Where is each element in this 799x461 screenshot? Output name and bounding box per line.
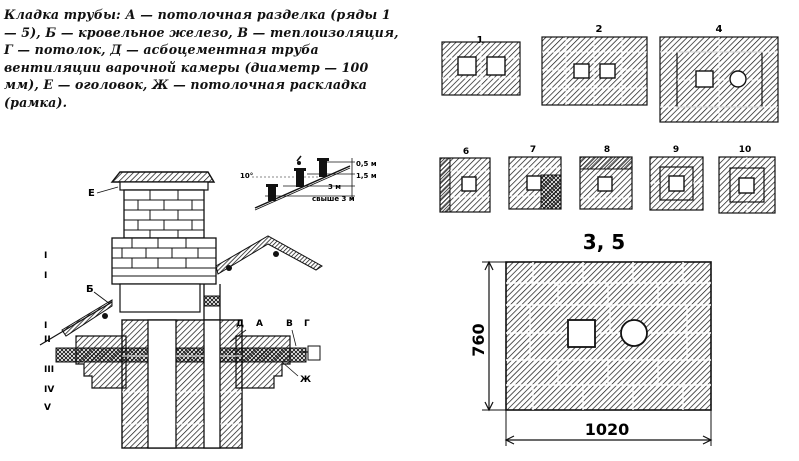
height-dimension: 760 <box>469 260 506 412</box>
plan-label-10: 10 <box>739 145 752 155</box>
plan-label-2: 2 <box>596 24 603 35</box>
roof-dim-3: 3 м <box>328 183 341 191</box>
width-dimension: 1020 <box>504 410 713 446</box>
plan-label-6: 6 <box>463 147 469 157</box>
section-title: 3, 5 <box>583 230 625 254</box>
roof-dim-1: 0,5 м <box>356 160 377 168</box>
chimney-cap <box>110 171 216 183</box>
plan-row-9: 9 <box>649 145 704 211</box>
roof-slope <box>39 235 323 346</box>
label-b: Б <box>86 284 94 295</box>
upper-brick-shaft <box>123 189 205 239</box>
plan-row-8: 8 <box>579 145 633 210</box>
brick-joints <box>506 262 711 410</box>
ceiling-breaking <box>55 284 321 449</box>
roof-height-diagram: 0,5 м 1,5 м 3 м свыше 3 м 10° <box>240 155 377 211</box>
label-a: А <box>256 319 263 329</box>
label-e: Е <box>88 188 95 199</box>
label-zh: Ж <box>300 375 311 385</box>
row-mark-6: IV <box>44 385 54 395</box>
label-d: Д <box>236 319 244 329</box>
row-mark-5: III <box>44 365 54 375</box>
plan-row-6: 6 <box>439 147 491 213</box>
figure-caption: Кладка трубы: А — потолочная разделка (р… <box>4 7 399 110</box>
label-g: Г <box>304 319 310 329</box>
plan-label-9: 9 <box>673 145 679 155</box>
vent-pipe-opening <box>620 319 648 347</box>
row-mark-1: I <box>44 251 47 261</box>
row-mark-2: I <box>44 271 47 281</box>
chimney-section: Е <box>39 171 323 449</box>
asbestos-pipe-section <box>203 319 221 449</box>
plan-row-10: 10 <box>718 145 776 214</box>
plan-label-7: 7 <box>530 145 536 155</box>
plan-label-4: 4 <box>716 24 723 35</box>
roof-angle: 10° <box>240 172 253 180</box>
row-mark-7: V <box>44 403 51 413</box>
plan-label-1: 1 <box>477 35 484 46</box>
plan-label-8: 8 <box>604 145 610 155</box>
roof-dim-2: 1,5 м <box>356 172 377 180</box>
width-dimension-value: 1020 <box>585 420 630 439</box>
roof-otter <box>111 237 221 313</box>
plan-row-1: 1 <box>441 35 521 96</box>
height-dimension-value: 760 <box>469 323 488 356</box>
plan-row-3-5: 3, 5 <box>469 230 713 446</box>
smoke-channel-section <box>147 319 177 449</box>
smoke-channel <box>567 319 596 348</box>
plan-row-7: 7 <box>508 145 562 210</box>
plan-row-4: 4 <box>659 24 779 123</box>
row-mark-4: II <box>44 335 51 345</box>
plan-row-2: 2 <box>541 24 648 106</box>
roof-dim-4: свыше 3 м <box>312 195 355 203</box>
label-v: В <box>286 319 293 329</box>
row-marks: I I I II III IV V <box>44 251 54 413</box>
row-mark-3: I <box>44 321 47 331</box>
